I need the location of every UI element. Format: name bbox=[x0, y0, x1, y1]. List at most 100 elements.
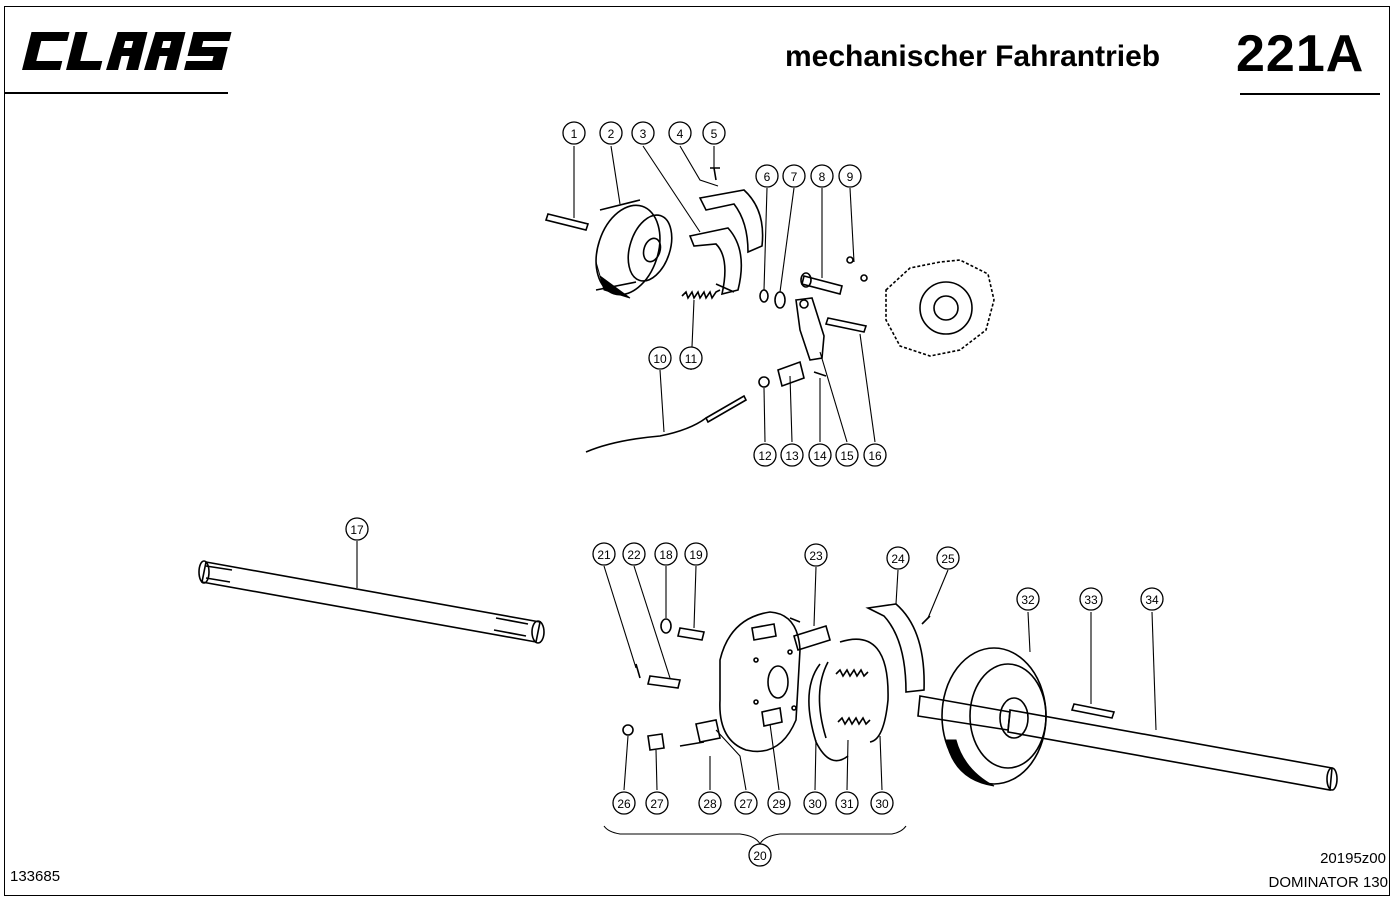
svg-text:32: 32 bbox=[1021, 593, 1035, 607]
part-key-top bbox=[544, 213, 590, 231]
callout-23: 23 bbox=[804, 543, 828, 567]
svg-text:16: 16 bbox=[868, 449, 882, 463]
callout-11: 11 bbox=[679, 346, 703, 370]
svg-text:3: 3 bbox=[640, 127, 647, 141]
callout-33: 33 bbox=[1079, 587, 1103, 611]
svg-text:33: 33 bbox=[1084, 593, 1098, 607]
svg-text:31: 31 bbox=[840, 797, 854, 811]
callout-26: 26 bbox=[612, 791, 636, 815]
part-adjuster-hardware bbox=[622, 719, 721, 751]
callout-1: 1 bbox=[562, 121, 586, 145]
svg-text:20: 20 bbox=[753, 849, 767, 863]
callout-27: 27 bbox=[645, 791, 669, 815]
callout-32: 32 bbox=[1016, 587, 1040, 611]
callout-29: 29 bbox=[767, 791, 791, 815]
callout-20: 20 bbox=[748, 843, 772, 867]
part-screw-5 bbox=[710, 167, 720, 181]
callout-30b: 30 bbox=[870, 791, 894, 815]
svg-text:7: 7 bbox=[791, 170, 798, 184]
part-bolt-8 bbox=[800, 272, 843, 295]
part-clevis-group bbox=[758, 360, 827, 388]
callout-2: 2 bbox=[599, 121, 623, 145]
part-nuts-9 bbox=[846, 256, 868, 282]
page-number: 221A bbox=[1236, 25, 1365, 83]
part-wheel-cylinder-23 bbox=[789, 617, 831, 652]
svg-text:29: 29 bbox=[772, 797, 786, 811]
part-gear-housing bbox=[885, 259, 995, 357]
claas-logo bbox=[22, 32, 232, 70]
svg-text:9: 9 bbox=[847, 170, 854, 184]
leader-lines bbox=[356, 145, 1157, 846]
svg-text:30: 30 bbox=[808, 797, 822, 811]
svg-text:18: 18 bbox=[659, 548, 673, 562]
part-springs-31 bbox=[835, 668, 871, 726]
callout-34: 34 bbox=[1140, 587, 1164, 611]
document-number: 133685 bbox=[10, 868, 61, 885]
svg-text:14: 14 bbox=[813, 449, 827, 463]
header-rule-right bbox=[1240, 93, 1380, 95]
callout-10: 10 bbox=[648, 346, 672, 370]
callout-3: 3 bbox=[631, 121, 655, 145]
drawing-frame bbox=[4, 6, 1390, 896]
svg-text:11: 11 bbox=[685, 352, 698, 366]
header-rule-left bbox=[4, 92, 228, 94]
svg-text:12: 12 bbox=[758, 449, 772, 463]
part-backing-plate bbox=[719, 611, 801, 753]
svg-text:8: 8 bbox=[819, 170, 826, 184]
callout-16: 16 bbox=[863, 443, 887, 467]
part-lining-24 bbox=[865, 603, 925, 693]
page-title: mechanischer Fahrantrieb bbox=[785, 40, 1161, 73]
svg-text:4: 4 bbox=[677, 127, 684, 141]
drawing-code: 20195z00 bbox=[1320, 850, 1386, 867]
svg-text:10: 10 bbox=[653, 352, 667, 366]
svg-text:6: 6 bbox=[764, 170, 771, 184]
callout-24: 24 bbox=[886, 546, 910, 570]
callout-9: 9 bbox=[838, 164, 862, 188]
svg-text:13: 13 bbox=[785, 449, 799, 463]
callout-14: 14 bbox=[808, 443, 832, 467]
part-drive-shaft-17 bbox=[198, 560, 545, 644]
svg-text:26: 26 bbox=[617, 797, 631, 811]
part-brake-drum-top bbox=[595, 199, 673, 299]
callout-4: 4 bbox=[668, 121, 692, 145]
callout-30a: 30 bbox=[803, 791, 827, 815]
svg-text:23: 23 bbox=[809, 549, 823, 563]
callout-6: 6 bbox=[755, 164, 779, 188]
callout-13: 13 bbox=[780, 443, 804, 467]
callout-19: 19 bbox=[684, 542, 708, 566]
callout-28: 28 bbox=[698, 791, 722, 815]
part-small-hardware bbox=[635, 618, 705, 689]
svg-text:34: 34 bbox=[1145, 593, 1159, 607]
part-washers-6-7 bbox=[759, 289, 786, 309]
svg-text:5: 5 bbox=[711, 127, 718, 141]
svg-text:30: 30 bbox=[875, 797, 889, 811]
part-cable-10 bbox=[585, 394, 748, 453]
callout-18: 18 bbox=[654, 542, 678, 566]
svg-text:25: 25 bbox=[941, 552, 955, 566]
callout-12: 12 bbox=[753, 443, 777, 467]
callout-17: 17 bbox=[345, 517, 369, 541]
svg-text:21: 21 bbox=[597, 548, 611, 562]
callout-15: 15 bbox=[835, 443, 859, 467]
svg-text:1: 1 bbox=[571, 127, 578, 141]
svg-text:27: 27 bbox=[739, 797, 753, 811]
callout-7: 7 bbox=[782, 164, 806, 188]
part-brake-shoe-top bbox=[688, 189, 764, 296]
svg-text:19: 19 bbox=[689, 548, 703, 562]
callout-31: 31 bbox=[835, 791, 859, 815]
part-axle-shaft-34 bbox=[917, 695, 1338, 791]
svg-text:27: 27 bbox=[650, 797, 664, 811]
callout-22: 22 bbox=[622, 542, 646, 566]
callout-5: 5 bbox=[702, 121, 726, 145]
svg-text:15: 15 bbox=[840, 449, 854, 463]
part-pin-16 bbox=[824, 317, 868, 333]
svg-text:17: 17 bbox=[350, 523, 364, 537]
part-key-33 bbox=[1070, 703, 1116, 719]
part-brake-drum-32 bbox=[941, 647, 1047, 787]
callout-27b: 27 bbox=[734, 791, 758, 815]
svg-text:24: 24 bbox=[891, 552, 905, 566]
callout-25: 25 bbox=[936, 546, 960, 570]
svg-text:28: 28 bbox=[703, 797, 717, 811]
svg-text:22: 22 bbox=[627, 548, 641, 562]
